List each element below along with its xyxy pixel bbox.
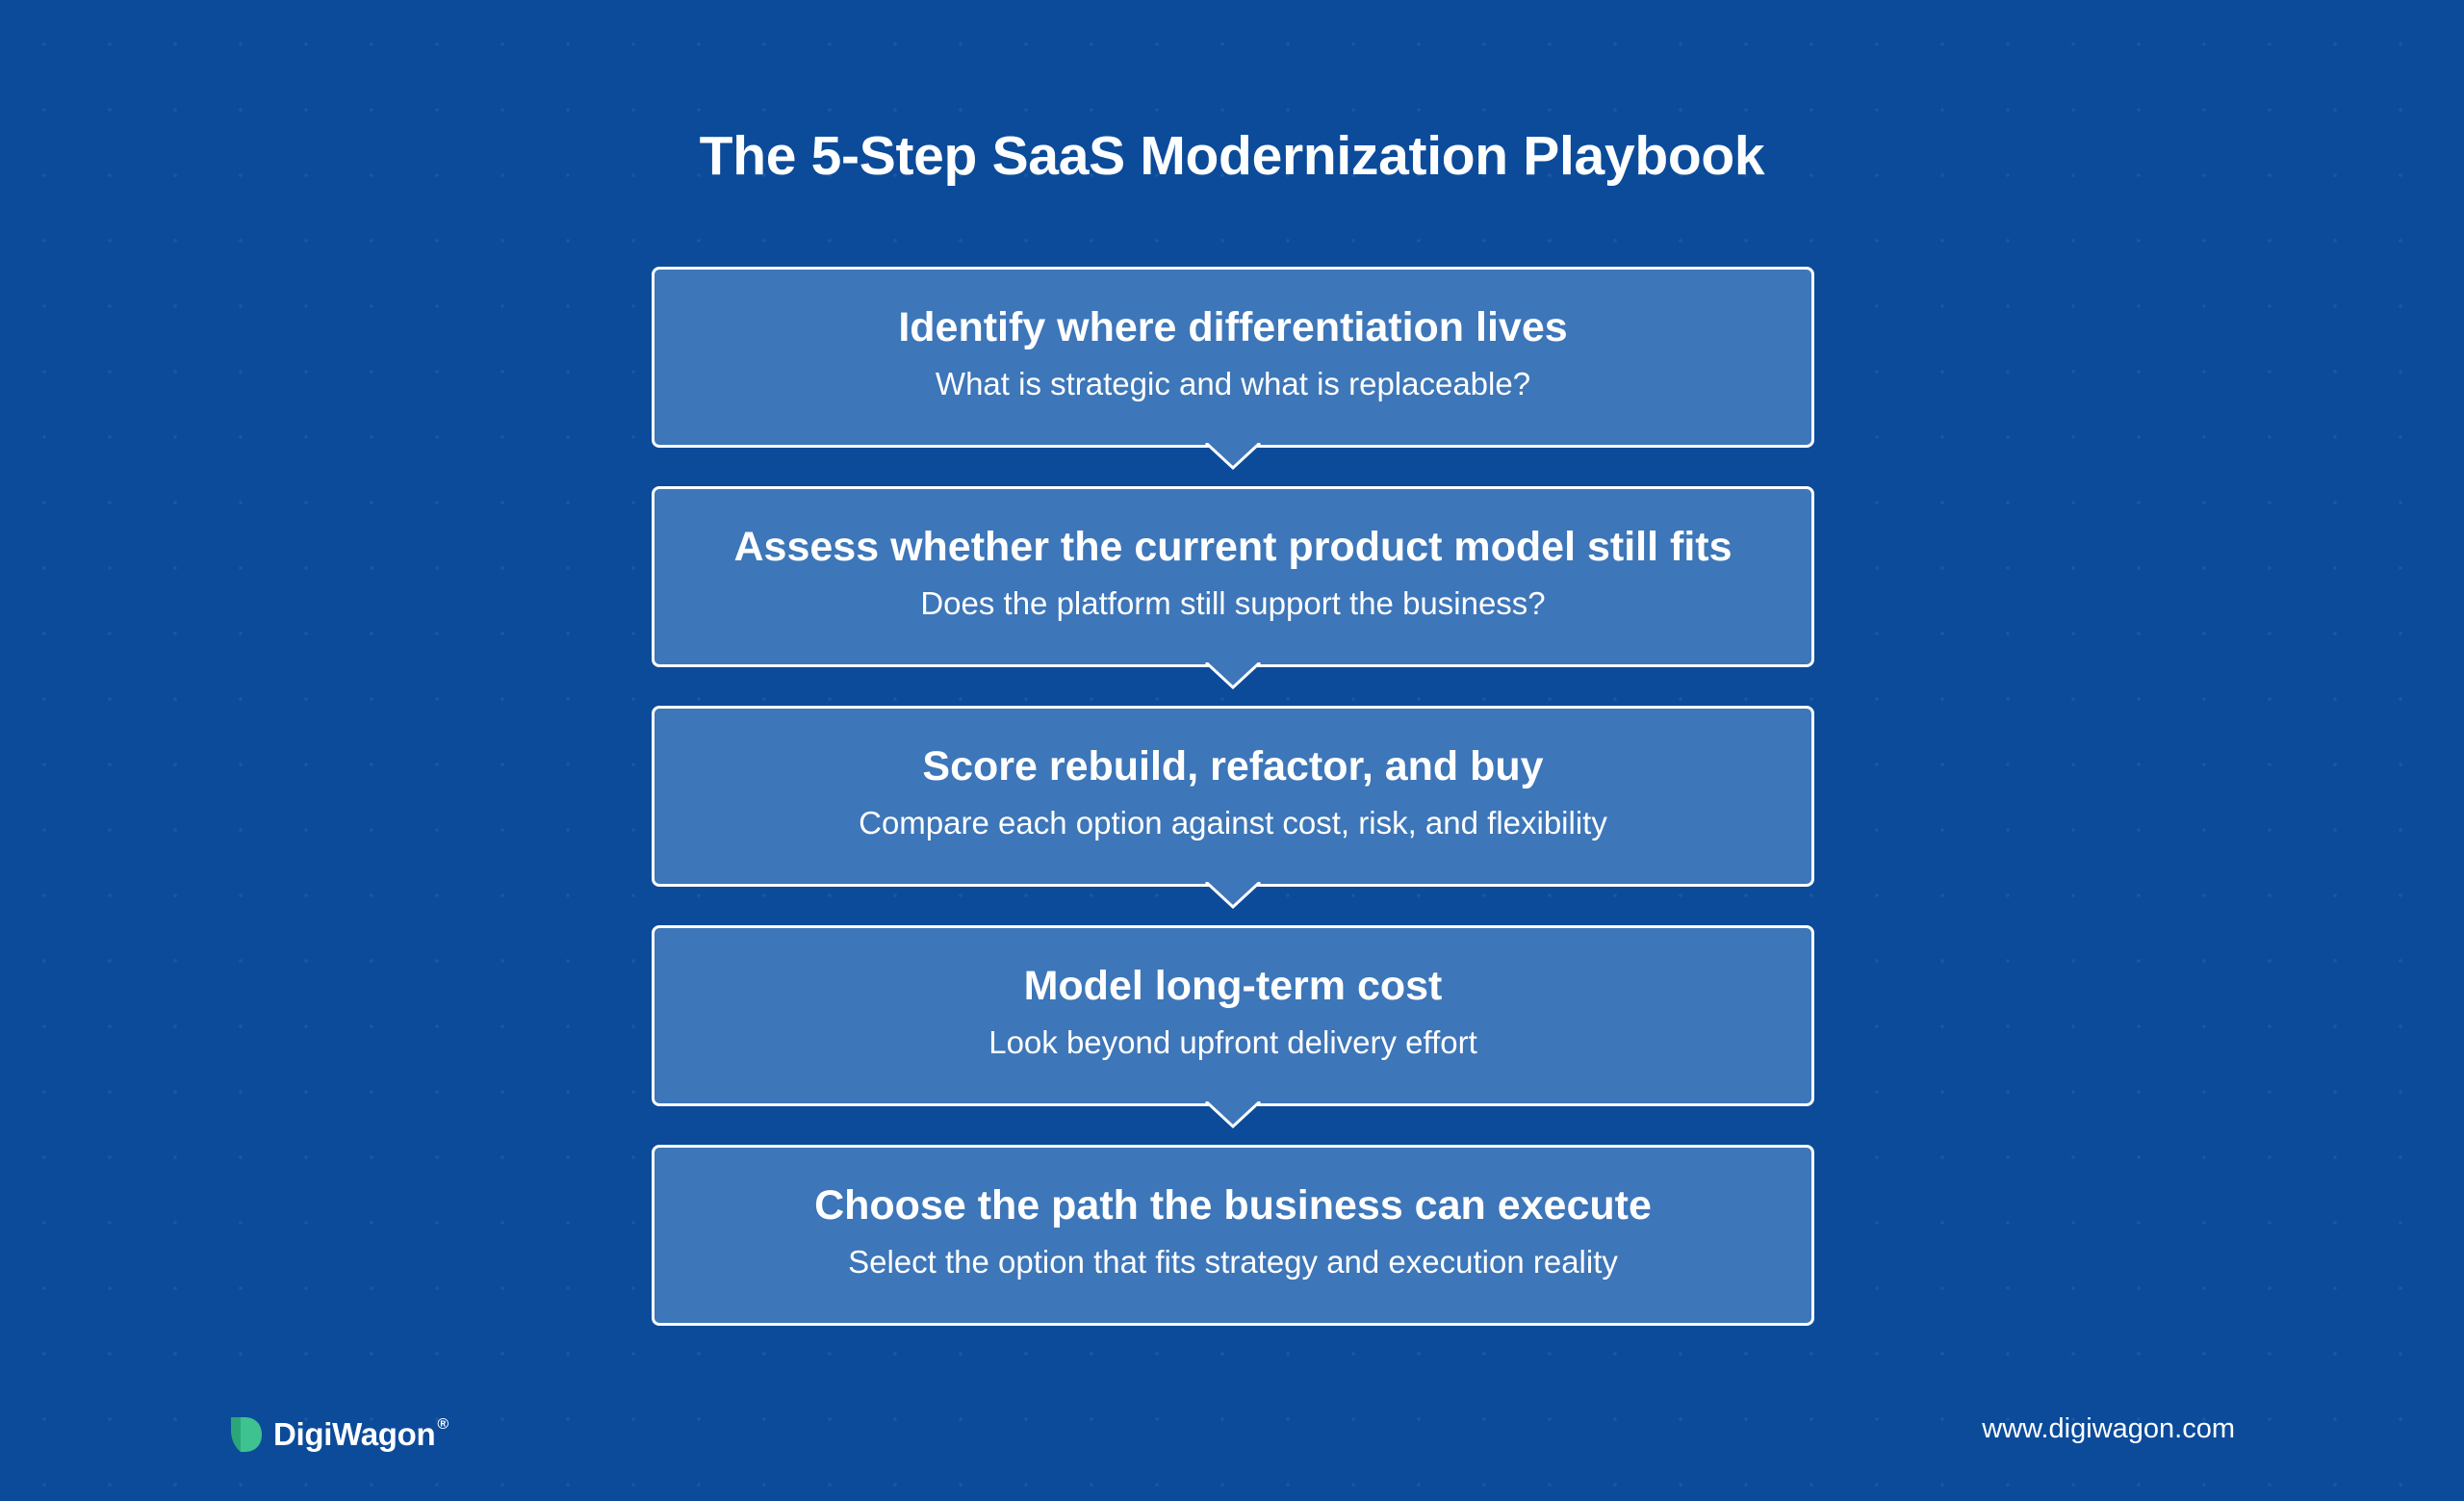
step-box-5: Choose the path the business can execute… [652,1145,1814,1326]
step-heading: Assess whether the current product model… [733,524,1732,570]
step-heading: Model long-term cost [1023,963,1443,1009]
step-heading: Choose the path the business can execute [814,1182,1652,1229]
step-box-1: Identify where differentiation lives Wha… [652,267,1814,471]
chevron-down-icon [1204,662,1262,690]
chevron-down-icon [1204,1101,1262,1129]
step-heading: Score rebuild, refactor, and buy [922,743,1544,789]
brand-name: DigiWagon [273,1416,436,1452]
step-description: Look beyond upfront delivery effort [988,1024,1477,1060]
brand-logo: DigiWagon ® [229,1411,449,1458]
chevron-down-icon [1204,882,1262,910]
digiwagon-logo-icon [231,1417,262,1452]
step-heading: Identify where differentiation lives [898,304,1568,350]
step-description: What is strategic and what is replaceabl… [935,366,1531,401]
step-box-3: Score rebuild, refactor, and buy Compare… [652,706,1814,910]
step-box-2: Assess whether the current product model… [652,486,1814,690]
website-url: www.digiwagon.com [1982,1413,2235,1444]
playbook-steps: Identify where differentiation lives Wha… [652,267,1814,1326]
step-description: Select the option that fits strategy and… [848,1244,1618,1280]
step-description: Does the platform still support the busi… [920,585,1546,621]
step-box-4: Model long-term cost Look beyond upfront… [652,925,1814,1129]
step-description: Compare each option against cost, risk, … [859,805,1607,841]
registered-mark: ® [437,1416,449,1433]
page-title: The 5-Step SaaS Modernization Playbook [699,125,1765,187]
chevron-down-icon [1204,443,1262,471]
